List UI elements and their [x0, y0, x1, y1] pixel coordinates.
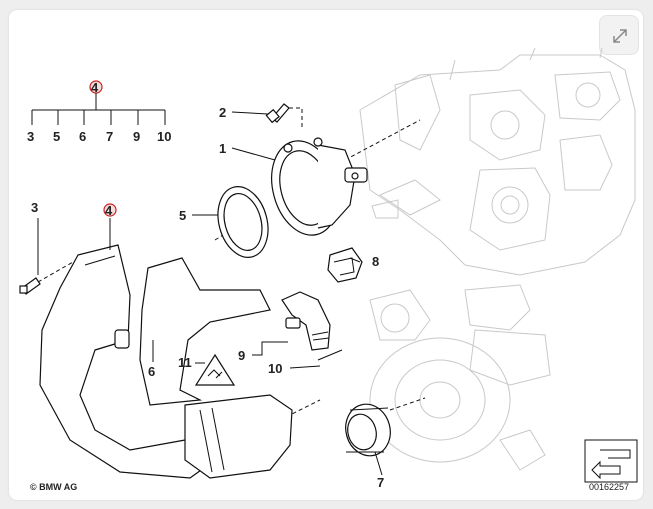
diagram-number-box [584, 439, 638, 483]
part-screw-2 [265, 103, 290, 124]
warning-triangle-icon [194, 353, 236, 386]
part-sleeve-7 [345, 403, 391, 457]
expand-arrows-icon [613, 29, 627, 43]
callout-9-top: 9 [133, 129, 140, 144]
callout-7-bottom: 7 [377, 475, 384, 490]
callout-11: 11 [178, 355, 192, 370]
part-elbow-9 [281, 291, 331, 351]
callout-5-mid: 5 [179, 208, 186, 223]
callout-8: 8 [372, 254, 379, 269]
callout-4-top-highlight [90, 81, 102, 93]
callout-1: 1 [219, 141, 226, 156]
part-gasket-5 [217, 186, 269, 258]
callout-6-top: 6 [79, 129, 86, 144]
part-hose-6 [139, 257, 293, 479]
engine-block-ghost [359, 47, 636, 276]
expand-button[interactable] [599, 15, 639, 55]
part-throttle-housing-1 [271, 137, 368, 236]
part-bolt-3 [19, 277, 41, 295]
part-oring-10 [317, 349, 343, 361]
view-arrow-icon [591, 460, 621, 480]
callout-10-mid: 10 [268, 361, 282, 376]
callout-2: 2 [219, 105, 226, 120]
callout-4-left: 4 [105, 203, 113, 218]
callout-6-mid: 6 [148, 364, 155, 379]
part-clip-8 [327, 247, 363, 283]
callout-10-top: 10 [157, 129, 171, 144]
diagram-number: 00162257 [589, 482, 629, 492]
callout-4-top: 4 [91, 80, 99, 95]
copyright-text: © BMW AG [30, 482, 77, 492]
callout-tree [31, 93, 166, 125]
callout-4-left-highlight [104, 204, 116, 216]
callout-3-top: 3 [27, 129, 34, 144]
callout-3-left: 3 [31, 200, 38, 215]
callout-5-top: 5 [53, 129, 60, 144]
callout-9-mid: 9 [238, 348, 245, 363]
callout-7-top: 7 [106, 129, 113, 144]
turbocharger-ghost [369, 284, 551, 471]
